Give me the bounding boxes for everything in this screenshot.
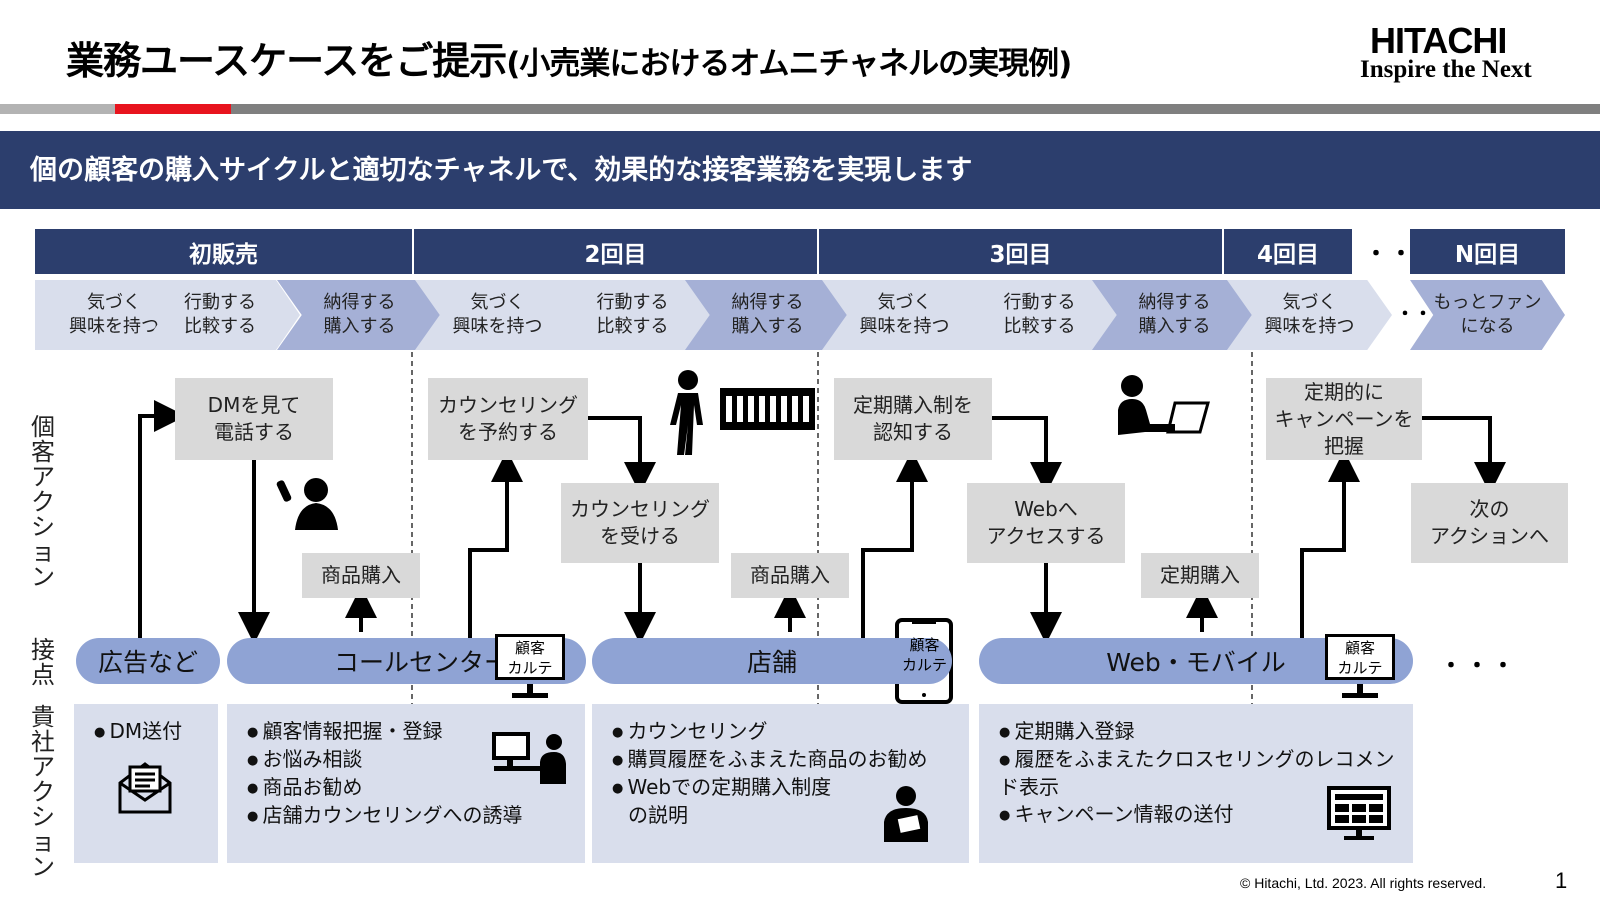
touchpoint-store: 店舗 bbox=[592, 638, 952, 684]
header-rule-accent bbox=[115, 104, 231, 114]
list-item: お悩み相談 bbox=[247, 746, 585, 774]
hitachi-logo: HITACHI bbox=[1370, 20, 1507, 61]
step-buy-3: 納得する購入する bbox=[1092, 280, 1257, 350]
action-subscription-aware: 定期購入制を認知する bbox=[834, 378, 992, 460]
step-act-2: 行動する比較する bbox=[550, 280, 715, 350]
walking-person-icon bbox=[670, 370, 703, 455]
phone-user-icon bbox=[276, 478, 338, 530]
phase-3rd: 3回目 bbox=[819, 229, 1222, 274]
row-label-customer-action: 個客アクション bbox=[31, 413, 55, 591]
row-label-touchpoint: 接点 bbox=[31, 636, 55, 689]
phase-2nd: 2回目 bbox=[414, 229, 817, 274]
step-notice-4: 気づく興味を持つ bbox=[1227, 280, 1392, 350]
action-subscription-purchase: 定期購入 bbox=[1141, 553, 1259, 598]
step-buy-1: 納得する購入する bbox=[277, 280, 442, 350]
list-item: キャンペーン情報の送付 bbox=[999, 801, 1413, 829]
copyright: © Hitachi, Ltd. 2023. All rights reserve… bbox=[1240, 875, 1487, 891]
company-action-store: カウンセリング 購買履歴をふまえた商品のお勧め Webでの定期購入制度 の説明 bbox=[592, 704, 969, 863]
header-rule bbox=[0, 104, 1600, 114]
action-campaign: 定期的にキャンペーンを把握 bbox=[1266, 378, 1422, 460]
action-web-access: Webへアクセスする bbox=[967, 483, 1125, 563]
list-item: 商品お勧め bbox=[247, 774, 585, 802]
customer-karte-store: 顧客カルテ bbox=[901, 636, 947, 674]
phase-nth: N回目 bbox=[1410, 229, 1565, 274]
summary-banner: 個の顧客の購入サイクルと適切なチャネルで、効果的な接客業務を実現します bbox=[0, 131, 1600, 209]
company-action-call-center: 顧客情報把握・登録 お悩み相談 商品お勧め 店舗カウンセリングへの誘導 bbox=[227, 704, 585, 863]
laptop-user-icon bbox=[1118, 375, 1210, 435]
action-purchase-2: 商品購入 bbox=[731, 553, 849, 598]
page-title: 業務ユースケースをご提示(小売業におけるオムニチャネルの実現例) bbox=[66, 39, 1072, 83]
list-item: の説明 bbox=[628, 803, 688, 827]
store-shelf-icon bbox=[720, 388, 815, 430]
list-item: 店舗カウンセリングへの誘導 bbox=[247, 802, 585, 830]
monitor-icon bbox=[1342, 683, 1378, 698]
action-next: 次のアクションへ bbox=[1411, 483, 1568, 563]
page-number: 1 bbox=[1555, 868, 1568, 893]
header-rule-light bbox=[0, 104, 115, 114]
phase-first-sale: 初販売 bbox=[35, 229, 412, 274]
action-purchase-1: 商品購入 bbox=[302, 553, 420, 598]
customer-karte-call-center: 顧客カルテ bbox=[495, 634, 565, 680]
list-item: カウンセリング bbox=[612, 718, 969, 746]
phase-separators bbox=[411, 352, 1253, 705]
action-counsel-receive: カウンセリングを受ける bbox=[561, 483, 719, 563]
logo-tagline: Inspire the Next bbox=[1360, 56, 1532, 83]
list-item: 履歴をふまえたクロスセリングのレコメンド表示 bbox=[999, 746, 1413, 801]
list-item: 顧客情報把握・登録 bbox=[247, 718, 585, 746]
step-act-3: 行動する比較する bbox=[957, 280, 1122, 350]
step-notice-3: 気づく興味を持つ bbox=[822, 280, 987, 350]
step-act-1: 行動する比較する bbox=[140, 280, 300, 350]
list-item: 定期購入登録 bbox=[999, 718, 1413, 746]
phase-4th: 4回目 bbox=[1224, 229, 1352, 274]
step-buy-2: 納得する購入する bbox=[685, 280, 850, 350]
customer-karte-web: 顧客カルテ bbox=[1325, 634, 1395, 680]
monitor-icon bbox=[512, 683, 548, 698]
action-dm-call: DMを見て電話する bbox=[175, 378, 333, 460]
list-item: 購買履歴をふまえた商品のお勧め bbox=[612, 746, 969, 774]
action-counsel-reserve: カウンセリングを予約する bbox=[428, 378, 588, 460]
company-action-ads: DM送付 bbox=[74, 704, 218, 863]
touchpoint-ads: 広告など bbox=[76, 638, 220, 684]
list-item: DM送付 bbox=[94, 718, 218, 746]
touchpoint-ellipsis: ・・・ bbox=[1440, 654, 1519, 679]
step-ellipsis: ・・ bbox=[1396, 304, 1432, 325]
flow-arrows bbox=[138, 400, 1506, 644]
list-item: Webでの定期購入制度 bbox=[612, 774, 969, 802]
company-action-web: 定期購入登録 履歴をふまえたクロスセリングのレコメンド表示 キャンペーン情報の送… bbox=[979, 704, 1413, 863]
step-notice-2: 気づく興味を持つ bbox=[415, 280, 580, 350]
row-label-company-action: 貴社アクション bbox=[31, 703, 55, 881]
step-fan: もっとファンになる bbox=[1410, 280, 1565, 350]
